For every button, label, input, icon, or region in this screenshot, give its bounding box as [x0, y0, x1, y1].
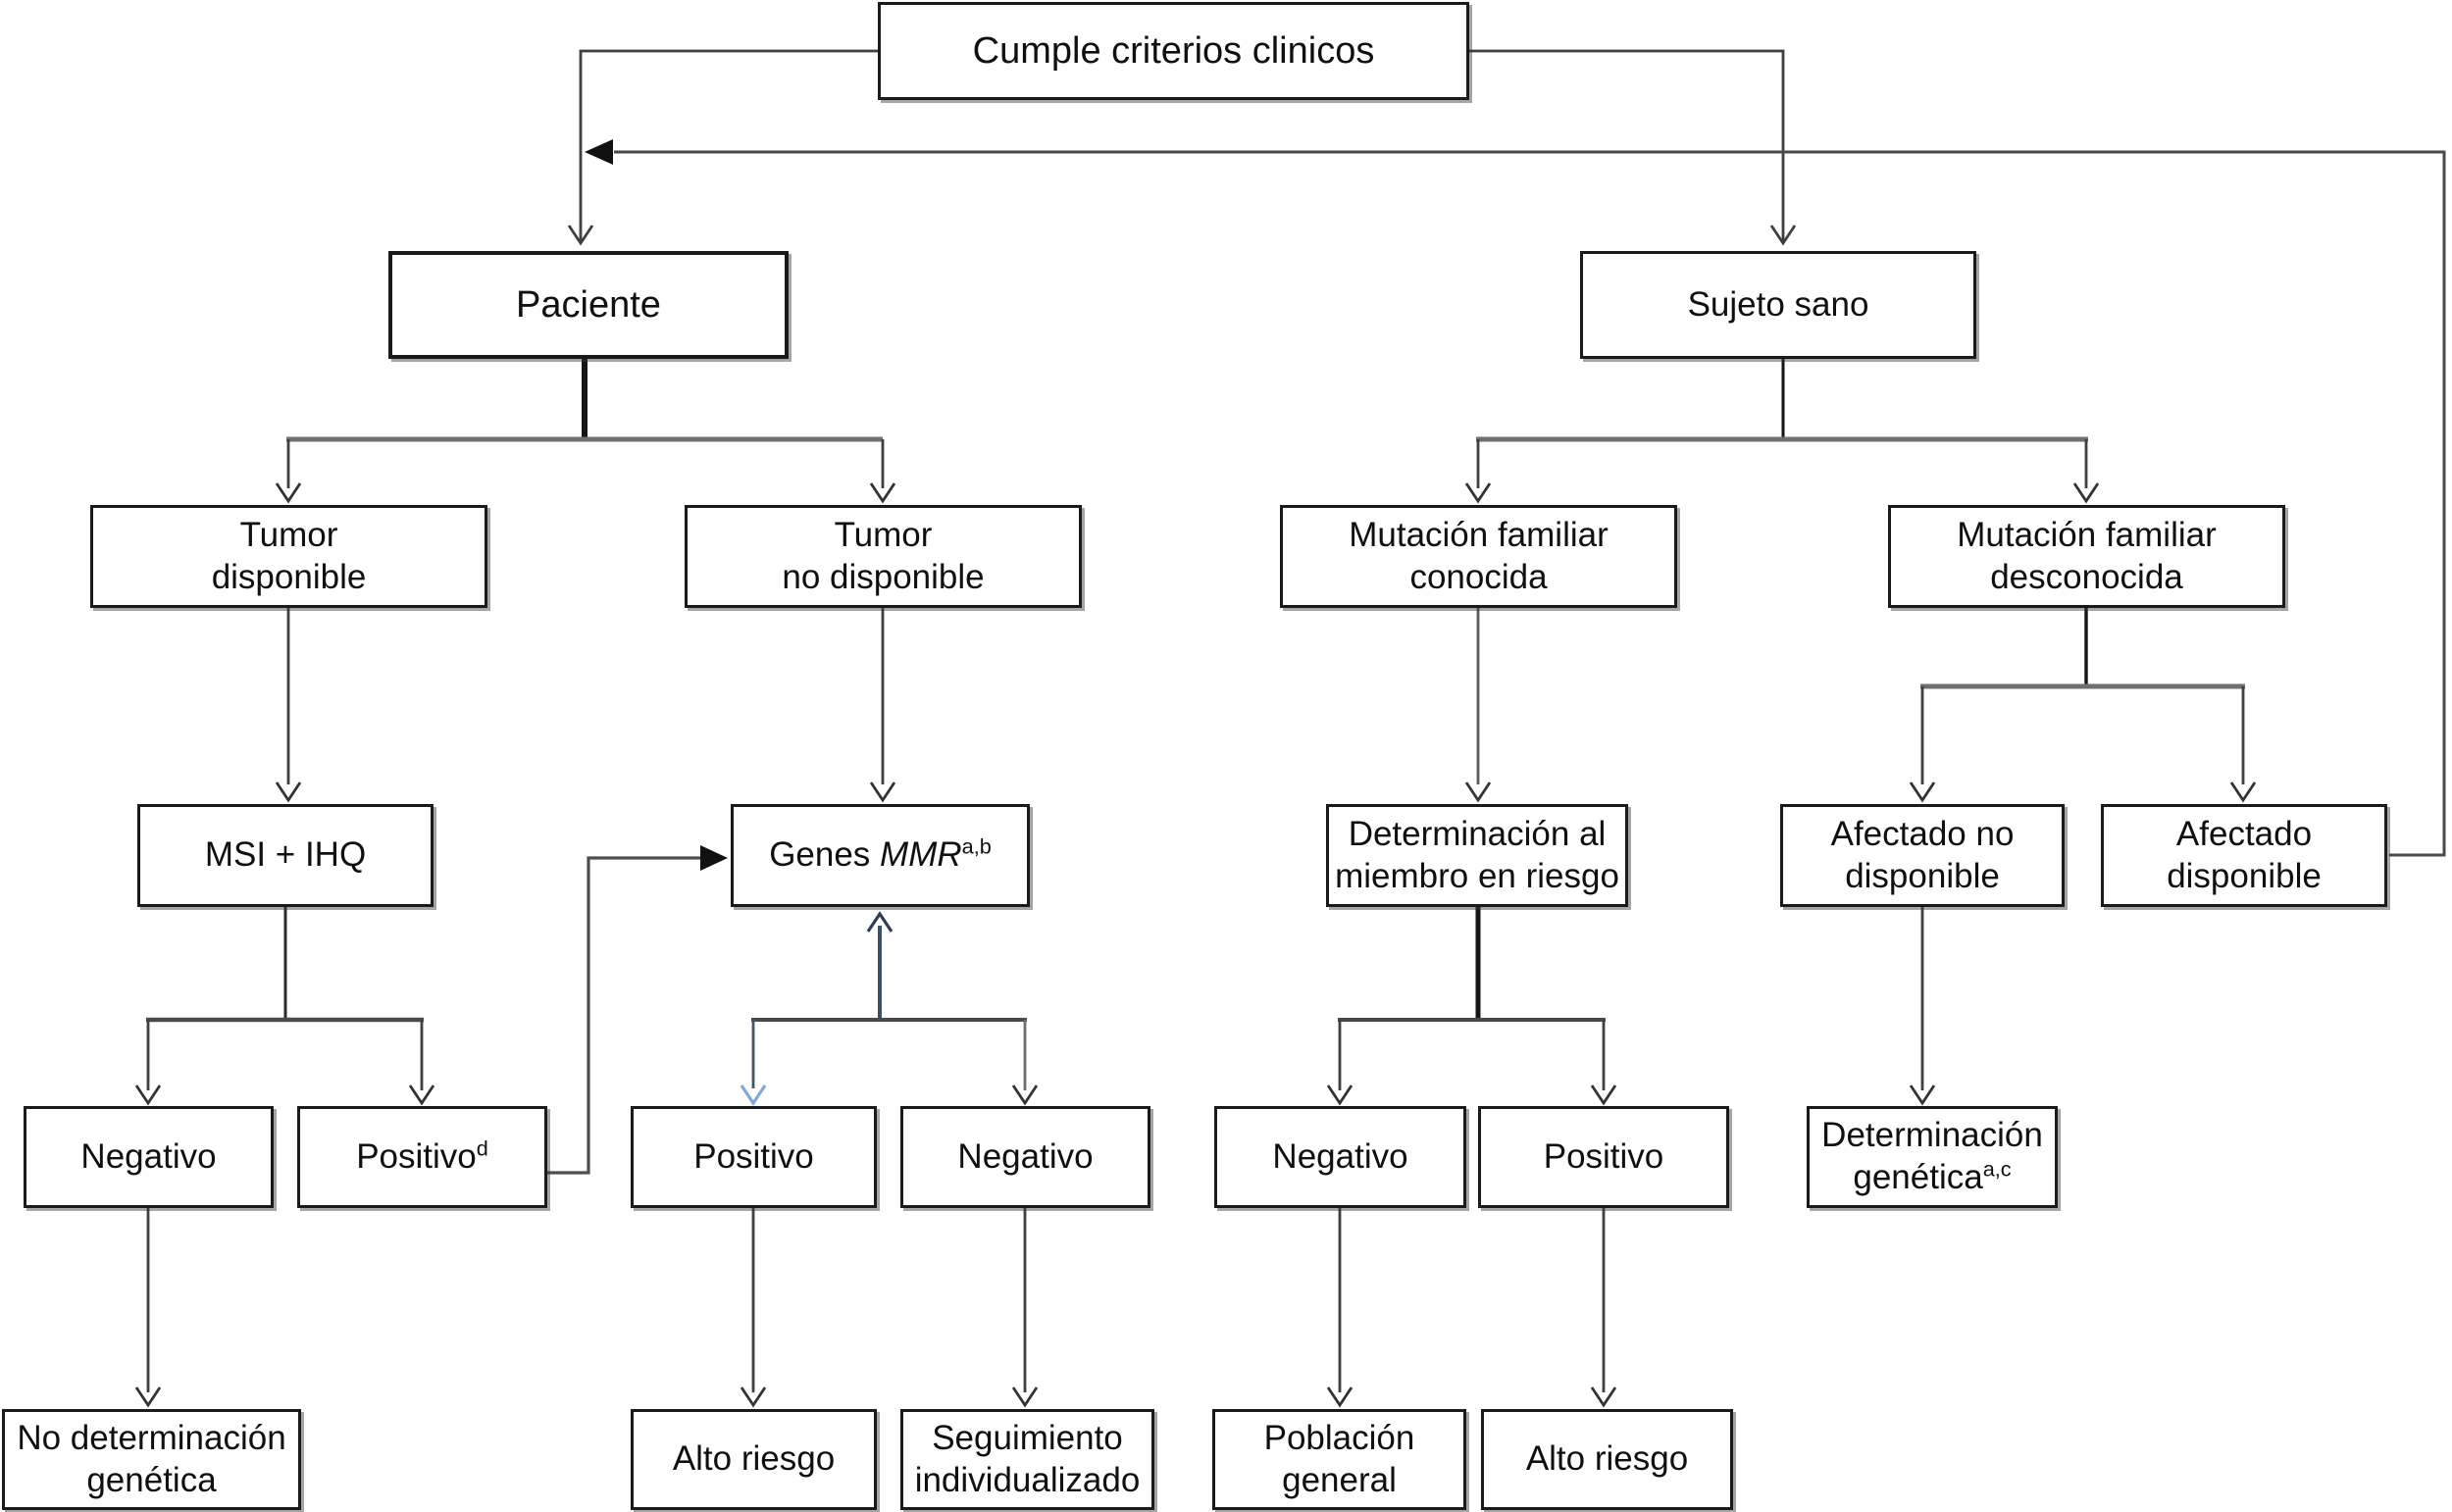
node-negativo-mmr-label: Negativo [957, 1136, 1094, 1176]
node-genes-mmr-label: Genes MMRa,b [769, 833, 992, 875]
node-negativo-riesgo: Negativo [1214, 1106, 1466, 1208]
node-alto-riesgo-izq-label: Alto riesgo [672, 1439, 836, 1479]
node-mutacion-familiar-desconocida: Mutación familiar desconocida [1888, 505, 2285, 608]
node-negativo-mmr: Negativo [900, 1106, 1150, 1208]
node-negativo-msi: Negativo [24, 1106, 274, 1208]
edge-genes-mmr-split [740, 911, 1039, 1106]
edge-tumor-disponible-to-msi [275, 608, 302, 803]
node-positivo-d-label: Positivod [356, 1135, 488, 1176]
node-positivo-mmr-label: Positivo [693, 1136, 814, 1176]
edge-afectado-no-to-det-genetica [1909, 907, 1936, 1106]
node-tumor-disponible-label: Tumor disponible [211, 515, 367, 596]
arrowhead-down-positivo-d [408, 1084, 435, 1106]
arrowhead-down-paciente [567, 225, 594, 246]
arrowhead-down-negativo-mmr [1011, 1084, 1039, 1106]
node-determinacion-miembro: Determinación al miembro en riesgo [1326, 804, 1628, 907]
node-positivo-d: Positivod [297, 1106, 547, 1208]
edge-determinacion-split [1326, 907, 1617, 1106]
node-tumor-no-disponible-label: Tumor no disponible [782, 515, 985, 596]
node-negativo-msi-label: Negativo [80, 1136, 217, 1176]
edge-sujeto-sano-split [1464, 359, 2100, 504]
edge-positivo-to-alto-riesgo-der [1590, 1208, 1617, 1408]
node-paciente-label: Paciente [516, 283, 661, 326]
node-mutacion-familiar-desconocida-label: Mutación familiar desconocida [1957, 515, 2217, 596]
arrowhead-down-positivo-riesgo [1590, 1084, 1617, 1106]
node-poblacion-general-label: Población general [1263, 1418, 1415, 1499]
node-sujeto-sano: Sujeto sano [1580, 251, 1976, 359]
arrowhead-down-negativo-msi [134, 1084, 162, 1106]
node-determinacion-genetica-label: Determinación genéticaa,c [1821, 1116, 2043, 1196]
edge-negativo-to-seguimiento [1011, 1208, 1039, 1408]
node-afectado-disponible: Afectado disponible [2101, 804, 2387, 907]
node-positivo-riesgo: Positivo [1478, 1106, 1729, 1208]
edge-desconocida-split [1909, 608, 2257, 803]
node-determinacion-miembro-label: Determinación al miembro en riesgo [1335, 814, 1619, 895]
edge-conocida-to-determinacion [1464, 608, 1492, 803]
node-afectado-no-disponible-label: Afectado no disponible [1830, 814, 2015, 895]
node-no-determinacion-genetica-label: No determinación genética [17, 1418, 286, 1499]
node-tumor-no-disponible: Tumor no disponible [685, 505, 1082, 608]
arrowhead-down-sujeto-sano [1769, 225, 1797, 246]
arrowhead-down-mutacion-desconocida [2072, 482, 2100, 504]
node-alto-riesgo-der-label: Alto riesgo [1525, 1439, 1689, 1479]
node-msi-ihq-label: MSI + IHQ [204, 835, 367, 875]
node-alto-riesgo-izq: Alto riesgo [631, 1409, 877, 1510]
arrowhead-right-filled [700, 845, 728, 871]
node-cumple-criterios-label: Cumple criterios clinicos [972, 29, 1375, 72]
node-seguimiento-individualizado: Seguimiento individualizado [900, 1409, 1154, 1510]
edge-feedback-afectado-disponible [585, 139, 2446, 857]
node-sujeto-sano-label: Sujeto sano [1687, 284, 1869, 324]
edge-negativo-to-no-det-genetica [134, 1208, 162, 1408]
node-poblacion-general: Población general [1212, 1409, 1466, 1510]
node-seguimiento-individualizado-label: Seguimiento individualizado [914, 1418, 1141, 1499]
arrowhead-down-negativo-riesgo [1326, 1084, 1354, 1106]
node-mutacion-familiar-conocida-label: Mutación familiar conocida [1349, 515, 1609, 596]
edge-cumple-to-sujeto-sano [1469, 49, 1797, 246]
node-mutacion-familiar-conocida: Mutación familiar conocida [1280, 505, 1677, 608]
edge-positivo-to-alto-riesgo-izq [740, 1208, 767, 1408]
node-afectado-no-disponible: Afectado no disponible [1780, 804, 2065, 907]
node-cumple-criterios: Cumple criterios clinicos [878, 2, 1469, 100]
edge-tumor-no-disponible-to-genes-mmr [869, 608, 896, 803]
node-no-determinacion-genetica: No determinación genética [2, 1409, 301, 1510]
node-paciente: Paciente [388, 251, 789, 359]
node-msi-ihq: MSI + IHQ [137, 804, 434, 907]
arrowhead-down-mutacion-conocida [1464, 482, 1492, 504]
node-positivo-riesgo-label: Positivo [1543, 1136, 1664, 1176]
arrowhead-down-tumor-no-disponible [869, 482, 896, 504]
arrowhead-up-genes-mmr [866, 911, 894, 932]
node-tumor-disponible: Tumor disponible [90, 505, 487, 608]
node-alto-riesgo-der: Alto riesgo [1481, 1409, 1733, 1510]
arrowhead-down-afectado-no-disponible [1909, 781, 1936, 803]
edge-cumple-to-paciente [567, 49, 878, 246]
arrowhead-down-afectado-disponible [2229, 781, 2257, 803]
node-genes-mmr: Genes MMRa,b [731, 804, 1030, 907]
node-positivo-mmr: Positivo [631, 1106, 877, 1208]
arrowhead-down-blue-positivo [740, 1084, 767, 1106]
edge-paciente-split [275, 359, 896, 504]
node-determinacion-genetica: Determinación genéticaa,c [1807, 1106, 2058, 1208]
edge-positivo-d-to-genes-mmr [547, 845, 728, 1175]
node-negativo-riesgo-label: Negativo [1272, 1136, 1408, 1176]
edge-msi-split [134, 907, 435, 1106]
arrowhead-down-tumor-disponible [275, 482, 302, 504]
edge-negativo-to-poblacion-general [1326, 1208, 1354, 1408]
node-afectado-disponible-label: Afectado disponible [2167, 814, 2322, 895]
arrowhead-left-filled [585, 139, 613, 165]
